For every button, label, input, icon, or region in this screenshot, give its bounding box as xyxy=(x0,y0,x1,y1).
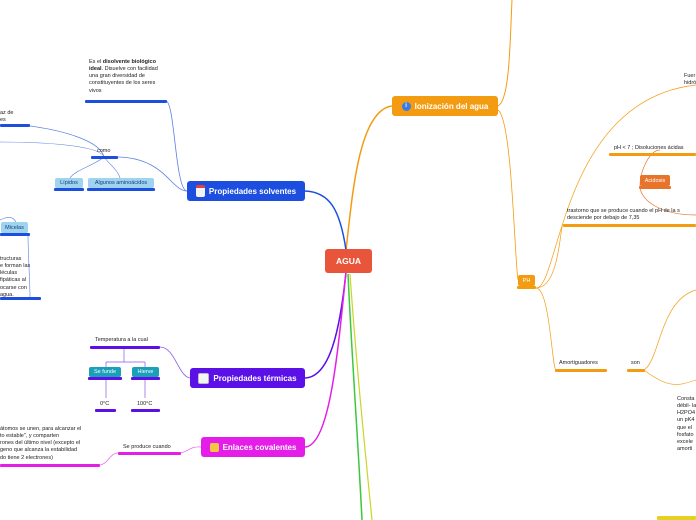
amortiguadores-underline xyxy=(555,369,607,372)
central-topic-agua[interactable]: AGUA xyxy=(325,249,372,273)
ph-acidas-underline xyxy=(609,153,696,156)
son-label: son xyxy=(631,360,640,366)
aminoacidos-label: Algunos aminoácidos xyxy=(94,180,148,186)
clipboard-icon xyxy=(198,372,210,384)
se-produce-underline xyxy=(118,452,181,455)
branch-propiedades-termicas[interactable]: Propiedades térmicas xyxy=(190,368,305,388)
cien-grados-underline xyxy=(131,409,160,412)
ph-chip[interactable]: PH xyxy=(518,275,535,286)
folder-icon xyxy=(209,442,219,452)
se-funde-label: Se funde xyxy=(93,369,117,375)
cien-grados-label: 100°C xyxy=(137,401,153,407)
ph-acidas-label: pH < 7 ; Disoluciones ácidas xyxy=(614,145,684,151)
acidosis-underline xyxy=(639,186,671,189)
covalentes-desc-text: átomos se unen, para alcanzar el to esta… xyxy=(0,426,82,461)
amortiguadores-label: Amortiguadores xyxy=(559,360,598,366)
fuerte-fragment-text: Fuer hidró xyxy=(684,73,696,87)
lipidos-underline xyxy=(54,188,84,191)
micelas-desc-text: tructuras e forman las léculas fipáticas… xyxy=(0,256,31,298)
disolvente-text: Es el disolvente biológico ideal. Disuel… xyxy=(89,59,165,95)
hierve-underline xyxy=(131,377,160,380)
trastorno-text: trastorno que se produce cuando el pH de… xyxy=(567,208,680,222)
micelas-underline xyxy=(0,233,30,236)
central-topic-label: AGUA xyxy=(335,256,362,266)
calendar-icon xyxy=(195,185,205,197)
micelas-chip[interactable]: Micelas xyxy=(1,222,28,233)
acidosis-chip[interactable]: Acidosis xyxy=(640,175,670,186)
se-produce-label: Se produce cuando xyxy=(123,444,171,450)
branch-propiedades-solventes[interactable]: Propiedades solventes xyxy=(187,181,305,201)
branch-ionizacion[interactable]: i Ionización del agua xyxy=(392,96,498,116)
branch-solventes-label: Propiedades solventes xyxy=(208,186,297,196)
lipidos-label: Lípidos xyxy=(60,180,78,186)
como-underline xyxy=(91,156,118,159)
se-funde-underline xyxy=(88,377,122,380)
fosfato-fragment-text: Consta d débil- la H2PO4 un pK4 que el f… xyxy=(677,396,696,452)
micelas-desc-underline xyxy=(0,297,41,300)
disolvente-bold: disolvente biológico ideal xyxy=(89,59,156,73)
covalentes-desc-underline xyxy=(0,464,100,467)
yellow-branch-bar xyxy=(657,516,696,520)
fragment-top-text: az de es xyxy=(0,110,14,124)
branch-termicas-label: Propiedades térmicas xyxy=(213,373,297,383)
disolvente-rest: . Disuelve con facilidad una gran divers… xyxy=(89,66,158,94)
branch-ionizacion-label: Ionización del agua xyxy=(414,101,489,111)
aminoacidos-chip[interactable]: Algunos aminoácidos xyxy=(88,178,154,188)
fragment-top-underline xyxy=(0,124,30,127)
cero-grados-underline xyxy=(95,409,116,412)
disolvente-prefix: Es el xyxy=(89,59,103,65)
disolvente-underline xyxy=(85,100,167,103)
hierve-chip[interactable]: Hierve xyxy=(132,367,159,377)
como-label: como xyxy=(97,148,111,154)
cero-grados-label: 0°C xyxy=(100,401,110,407)
branch-enlaces-covalentes[interactable]: Enlaces covalentes xyxy=(201,437,305,457)
acidosis-label: Acidosis xyxy=(644,177,666,184)
micelas-label: Micelas xyxy=(5,224,24,231)
lipidos-chip[interactable]: Lípidos xyxy=(55,178,83,188)
son-underline xyxy=(627,369,645,372)
ph-underline xyxy=(517,286,536,289)
ph-label: PH xyxy=(522,277,531,284)
aminoacidos-underline xyxy=(87,188,155,191)
trastorno-underline xyxy=(563,224,696,227)
info-icon: i xyxy=(401,101,411,111)
se-funde-chip[interactable]: Se funde xyxy=(89,367,121,377)
temperatura-label: Temperatura a la cual xyxy=(95,337,148,343)
temperatura-underline xyxy=(90,346,160,349)
hierve-label: Hierve xyxy=(137,369,154,375)
branch-covalentes-label: Enlaces covalentes xyxy=(222,442,297,452)
